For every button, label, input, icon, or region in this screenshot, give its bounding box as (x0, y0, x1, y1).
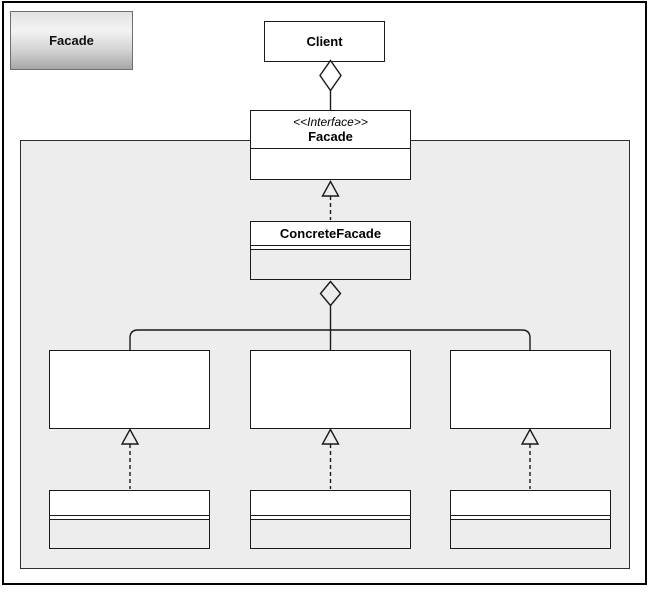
diagram-border (2, 1, 647, 585)
subsystem-implementation-1 (49, 490, 210, 549)
subsystem-implementation-1-operations-compartment (50, 520, 209, 548)
class-client-name: Client (306, 34, 343, 49)
interface-name: Facade (308, 129, 353, 144)
subsystem-implementation-3-attributes-compartment (451, 516, 610, 520)
subsystem-class-1 (49, 350, 210, 429)
subsystem-class-2 (250, 350, 411, 429)
interface-operations-compartment (251, 149, 410, 179)
subsystem-implementation-2 (250, 490, 411, 549)
interface-facade: <<Interface>> Facade (250, 110, 411, 180)
pattern-label: Facade (49, 33, 94, 48)
subsystem-implementation-3-name-compartment (451, 491, 610, 516)
concrete-facade-attributes-compartment (251, 246, 410, 250)
concrete-facade-name-compartment: ConcreteFacade (251, 222, 410, 246)
pattern-label-badge: Facade (10, 11, 133, 70)
subsystem-implementation-1-name-compartment (50, 491, 209, 516)
concrete-facade-name: ConcreteFacade (279, 226, 382, 241)
subsystem-implementation-3-operations-compartment (451, 520, 610, 548)
subsystem-implementation-3 (450, 490, 611, 549)
concrete-facade-operations-compartment (251, 250, 410, 279)
subsystem-implementation-2-operations-compartment (251, 520, 410, 548)
class-concrete-facade: ConcreteFacade (250, 221, 411, 280)
subsystem-implementation-1-attributes-compartment (50, 516, 209, 520)
subsystem-class-3 (450, 350, 611, 429)
subsystem-implementation-2-name-compartment (251, 491, 410, 516)
interface-stereotype: <<Interface>> (293, 115, 368, 129)
interface-facade-title-compartment: <<Interface>> Facade (251, 111, 410, 149)
class-client: Client (264, 21, 385, 62)
subsystem-implementation-2-attributes-compartment (251, 516, 410, 520)
